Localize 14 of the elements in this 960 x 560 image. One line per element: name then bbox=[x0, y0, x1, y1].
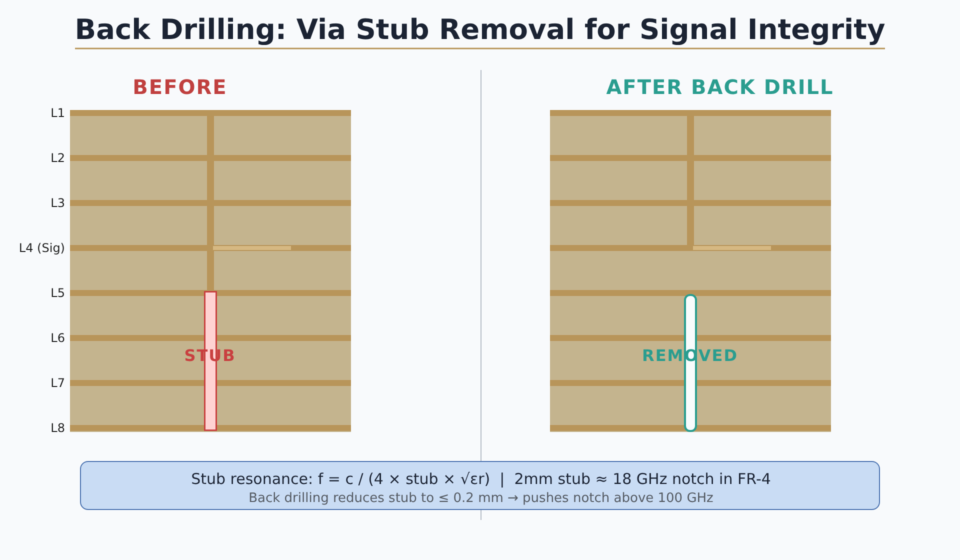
layer-label: L4 (Sig) bbox=[18, 240, 65, 256]
panel-heading: AFTER BACK DRILL bbox=[606, 75, 834, 99]
formula-text: Stub resonance: f = c / (4 × stub × √εr) | 2mm stub ≈ 18 GHz notch in FR-4 bbox=[191, 469, 771, 489]
layer-label: L2 bbox=[50, 150, 65, 166]
diagram-title: Back Drilling: Via Stub Removal for Signal Integrity bbox=[74, 12, 886, 48]
layer-label: L7 bbox=[50, 375, 65, 391]
layer-label: L6 bbox=[50, 330, 65, 346]
layer-label: L5 bbox=[50, 285, 65, 301]
layer-label: L8 bbox=[50, 420, 65, 436]
layer-label: L1 bbox=[50, 105, 65, 121]
note-text: Back drilling reduces stub to ≤ 0.2 mm → pushes notch above 100 GHz bbox=[248, 490, 714, 507]
layer-label: L3 bbox=[50, 195, 65, 211]
note-box bbox=[80, 461, 880, 510]
panel-heading: BEFORE bbox=[132, 75, 228, 99]
